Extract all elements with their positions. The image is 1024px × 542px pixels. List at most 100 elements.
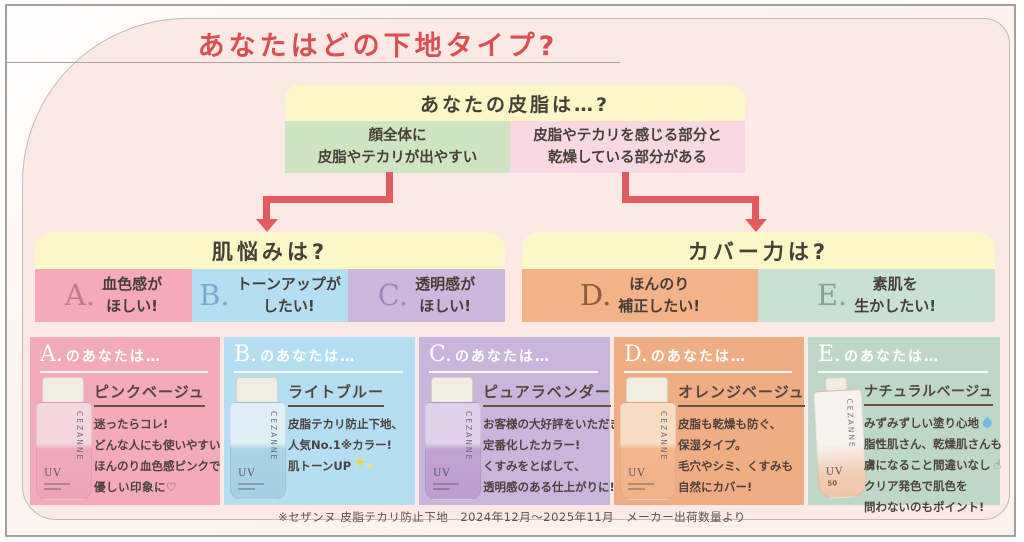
- desc-line: 虜になること間違いなし☝: [864, 455, 1002, 476]
- question-coverage: カバー力は?: [522, 232, 995, 269]
- option-line: ほしい!: [106, 296, 158, 315]
- product-bottle-blue: CEZANNE UV: [230, 377, 286, 500]
- card-b-body: ライトブルー 皮脂テカリ防止下地、 人気No.1※カラー! 肌トーンUP: [288, 381, 403, 477]
- desc-line: 人気No.1※カラー!: [288, 438, 392, 452]
- option-line: 補正したい!: [618, 296, 701, 315]
- option-b-text: トーンアップが したい!: [237, 274, 341, 318]
- option-e-letter: E.: [816, 278, 848, 312]
- option-a-text: 血色感が ほしい!: [102, 274, 162, 318]
- arrow-right-segment: [622, 172, 629, 203]
- uv-label: UV: [433, 468, 451, 479]
- desc-line: クリア発色で肌色を: [864, 479, 968, 493]
- option-line: 皮脂やテカリを感じる部分と: [533, 127, 722, 144]
- option-line: 生かしたい!: [854, 296, 937, 315]
- card-b-header-text: のあなたは…: [260, 349, 357, 365]
- desc-line: 自然にカバー!: [678, 480, 753, 494]
- product-bottle-lavender: CEZANNE UV: [425, 377, 481, 500]
- desc-line: 皮脂テカリ防止下地、: [288, 417, 403, 431]
- card-c-header: C.のあなたは…: [429, 342, 598, 373]
- arrow-right-segment: [622, 196, 759, 203]
- option-line: ほんのり: [629, 274, 690, 293]
- desc-line: 肌トーンUP: [288, 456, 403, 477]
- desc-line: 皮脂も乾燥も防ぐ、: [678, 417, 782, 431]
- product-bottle-orange: CEZANNE UV: [620, 377, 676, 500]
- uv-label: UV: [628, 468, 646, 479]
- uv-label: UV: [238, 468, 256, 479]
- card-c-body: ピュアラベンダー お客様の大好評をいただき、 定番化したカラー! くすみをとばし…: [483, 381, 632, 498]
- question-skin-concern: 肌悩みは?: [35, 232, 505, 269]
- card-d-letter: D.: [624, 342, 648, 367]
- bottle-text-line: [628, 483, 654, 485]
- product-bottle-pink: CEZANNE UV: [36, 377, 92, 500]
- desc-text: みずみずしい塗り心地: [864, 416, 979, 430]
- tube-body: CEZANNE UV 50: [813, 388, 868, 500]
- card-a-header-text: のあなたは…: [65, 349, 162, 365]
- card-d-header: D.のあなたは…: [624, 342, 792, 373]
- bottle-cap: [236, 377, 278, 402]
- brand-label: CEZANNE: [844, 398, 857, 449]
- option-c-text: 透明感が ほしい!: [415, 274, 475, 318]
- product-name: ライトブルー: [288, 381, 385, 407]
- bottle-text-line: [44, 483, 70, 485]
- option-line: 顔全体に: [368, 127, 427, 144]
- bottle-cap: [626, 377, 668, 402]
- card-a-body: ピンクベージュ 迷ったらコレ! どんな人にも使いやすい ほんのり血色感ピンクで …: [94, 381, 221, 498]
- card-e-body: ナチュラルベージュ みずみずしい塗り心地 脂性肌さん、乾燥肌さんも 虜になること…: [864, 381, 1002, 518]
- card-e-header-text: のあなたは…: [844, 349, 941, 365]
- arrow-left-segment: [263, 203, 270, 220]
- option-e: E. 素肌を 生かしたい!: [758, 269, 995, 322]
- card-d-header-text: のあなたは…: [650, 349, 747, 365]
- card-a-letter: A.: [40, 342, 63, 367]
- bottle-text-line: [628, 488, 645, 490]
- result-card-b: B.のあなたは… CEZANNE UV ライトブルー 皮脂テカリ防止下地、 人気…: [224, 337, 415, 505]
- option-line: したい!: [262, 296, 315, 315]
- option-b: B. トーンアップが したい!: [192, 269, 348, 322]
- desc-text: 肌トーンUP: [288, 459, 352, 473]
- footnote: ※セザンヌ 皮脂テカリ防止下地 2024年12月〜2025年11月 メーカー出荷…: [278, 510, 746, 524]
- result-card-e: E.のあなたは… CEZANNE UV 50 ナチュラルベージュ みずみずしい塗…: [808, 337, 1002, 514]
- desc-line: 透明感のある仕上がりに!: [483, 480, 615, 494]
- card-c-letter: C.: [429, 342, 453, 367]
- product-name: ナチュラルベージュ: [864, 381, 994, 406]
- option-line: 皮脂やテカリが出やすい: [317, 150, 478, 166]
- uv-label: UV: [44, 468, 62, 479]
- desc-line: お客様の大好評をいただき、: [483, 417, 632, 431]
- water-drop-icon: [980, 416, 994, 430]
- sebum-options: 顔全体に 皮脂やテカリが出やすい 皮脂やテカリを感じる部分と 乾燥している部分が…: [285, 121, 745, 173]
- option-c-letter: C.: [377, 278, 409, 312]
- bottle-text-line: [238, 483, 264, 485]
- arrow-left-head: [256, 219, 278, 232]
- desc-line: くすみをとばして、: [483, 459, 586, 473]
- desc-line: 定番化したカラー!: [483, 438, 581, 452]
- option-d: D. ほんのり 補正したい!: [522, 269, 758, 322]
- card-b-letter: B.: [234, 342, 258, 367]
- option-c: C. 透明感が ほしい!: [348, 269, 505, 322]
- option-e-text: 素肌を 生かしたい!: [854, 274, 936, 318]
- desc-line: 保湿タイプ。: [678, 438, 747, 452]
- bottle-text-line: [44, 488, 61, 490]
- card-e-letter: E.: [818, 342, 842, 367]
- sparkle-icon: [354, 456, 375, 470]
- option-d-text: ほんのり 補正したい!: [618, 274, 700, 318]
- option-line: 乾燥している部分がある: [547, 150, 708, 166]
- desc-line: 迷ったらコレ!: [94, 417, 169, 431]
- tube-cap: [824, 376, 848, 391]
- title-rule-line: [7, 62, 620, 63]
- bottle-text-line: [433, 488, 450, 490]
- arrow-right-head: [745, 219, 767, 232]
- card-c-header-text: のあなたは…: [455, 349, 552, 365]
- desc-line: 優しい印象に♡: [94, 480, 177, 494]
- desc-line: 問わないのもポイント!: [864, 500, 985, 514]
- product-name: ピンクベージュ: [94, 381, 205, 407]
- brand-label: CEZANNE: [75, 411, 84, 462]
- option-line: ほしい!: [419, 296, 472, 315]
- option-d-letter: D.: [579, 278, 612, 312]
- desc-line: 毛穴やシミ、くすみも: [678, 459, 793, 473]
- option-line: 血色感が: [102, 274, 163, 293]
- sebum-option-combination: 皮脂やテカリを感じる部分と 乾燥している部分がある: [510, 121, 745, 173]
- product-name: ピュアラベンダー: [483, 381, 611, 407]
- product-name: オレンジベージュ: [678, 381, 805, 407]
- option-line: 素肌を: [872, 274, 918, 293]
- spf-label: 50: [827, 479, 838, 488]
